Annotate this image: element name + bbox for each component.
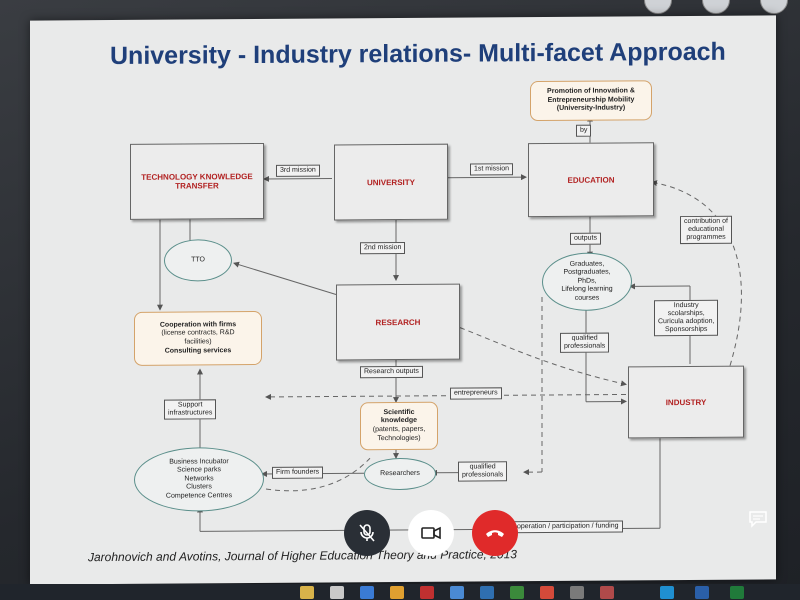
hangup-button[interactable] [472, 510, 518, 556]
scientific-knowledge-box: Scientific knowledge (patents, papers, T… [360, 401, 438, 451]
support-line-2: infrastructures [168, 409, 213, 417]
label-qualified-professionals-2: qualified professionals [458, 461, 508, 482]
incubator-line-5: Competence Centres [165, 491, 233, 500]
university-box: UNIVERSITY [334, 143, 448, 221]
label-outputs: outputs [570, 232, 601, 245]
cooperation-line-2: (license contracts, R&D [161, 329, 235, 337]
taskbar-icon-6[interactable] [450, 586, 464, 599]
industry-box: INDUSTRY [628, 365, 744, 439]
tkt-line-2: TRANSFER [175, 181, 219, 191]
label-firm-founders: Firm founders [272, 466, 324, 479]
taskbar-icon-8[interactable] [510, 586, 524, 599]
taskbar-icon-5[interactable] [420, 586, 434, 599]
top-button-1[interactable] [644, 0, 672, 14]
promotion-line-1: Promotion of Innovation & [547, 87, 635, 95]
promotion-box: Promotion of Innovation & Entrepreneursh… [530, 80, 652, 122]
label-3rd-mission: 3rd mission [276, 164, 320, 177]
qualified-1-line-2: professionals [564, 342, 606, 350]
promotion-line-3: (University-Industry) [556, 104, 626, 113]
chat-button[interactable] [748, 510, 768, 528]
video-camera-icon [421, 526, 441, 540]
taskbar-icon-2[interactable] [330, 586, 344, 599]
chat-icon [749, 511, 767, 528]
graduates-line-2: Postgraduates, [563, 268, 611, 277]
label-1st-mission: 1st mission [470, 163, 514, 176]
cooperation-box: Cooperation with firms (license contract… [134, 310, 262, 366]
label-by: by [576, 124, 592, 137]
microphone-muted-icon [359, 524, 375, 542]
label-qualified-professionals-1: qualified professionals [560, 332, 610, 353]
diagram-connectors [157, 115, 742, 532]
scientific-line-4: Technologies) [377, 434, 421, 442]
research-box: RESEARCH [336, 283, 460, 361]
scientific-line-1: Scientific [383, 408, 415, 416]
education-box: EDUCATION [528, 142, 654, 218]
top-controls [640, 0, 800, 14]
label-research-outputs: Research outputs [360, 365, 423, 379]
label-support-infrastructures: Support infrastructures [164, 399, 217, 420]
technology-knowledge-transfer-box: TECHNOLOGY KNOWLEDGE TRANSFER [130, 142, 264, 220]
top-button-2[interactable] [702, 0, 730, 14]
mute-button[interactable] [344, 510, 390, 556]
taskbar-icon-3[interactable] [360, 586, 374, 599]
top-button-3[interactable] [760, 0, 788, 14]
citation: Jarohnovich and Avotins, Journal of High… [88, 547, 517, 565]
qualified-2-line-2: professionals [462, 471, 504, 479]
taskbar-icon-13[interactable] [695, 586, 709, 599]
taskbar-icon-9[interactable] [540, 586, 554, 599]
qualified-2-line-1: qualified [469, 463, 496, 471]
cooperation-line-4: Consulting services [164, 346, 232, 355]
contribution-line-3: programmes [686, 233, 726, 242]
taskbar-icon-10[interactable] [570, 586, 584, 599]
graduates-line-1: Graduates, [569, 260, 605, 268]
graduates-line-5: courses [574, 294, 600, 302]
taskbar-icon-14[interactable] [730, 586, 744, 599]
label-cooperation-funding: Cooperation / participation / funding [504, 520, 623, 534]
label-entrepreneurs: entrepreneurs [450, 387, 502, 400]
taskbar [0, 584, 800, 600]
shared-slide: University - Industry relations- Multi-f… [30, 15, 776, 585]
tkt-line-1: TECHNOLOGY KNOWLEDGE [141, 172, 253, 182]
taskbar-icon-4[interactable] [390, 586, 404, 599]
video-button[interactable] [408, 510, 454, 556]
incubator-line-1: Business Incubator [169, 458, 229, 466]
taskbar-icon-1[interactable] [300, 586, 314, 599]
taskbar-icon-11[interactable] [600, 586, 614, 599]
label-contribution: contribution of educational programmes [680, 215, 732, 245]
label-industry-support: Industry scolarships, Curicula adoption,… [654, 299, 719, 337]
taskbar-icon-7[interactable] [480, 586, 494, 599]
scientific-line-2: knowledge [380, 417, 418, 425]
phone-hangup-icon [486, 530, 504, 537]
scientific-line-3: (patents, papers, [372, 425, 426, 434]
industry-support-line-4: Sponsorships [665, 326, 708, 334]
taskbar-icon-12[interactable] [660, 586, 674, 599]
label-2nd-mission: 2nd mission [360, 241, 406, 255]
graduates-line-3: PhDs, [577, 277, 597, 285]
graduates-line-4: Lifelong learning [561, 285, 613, 294]
